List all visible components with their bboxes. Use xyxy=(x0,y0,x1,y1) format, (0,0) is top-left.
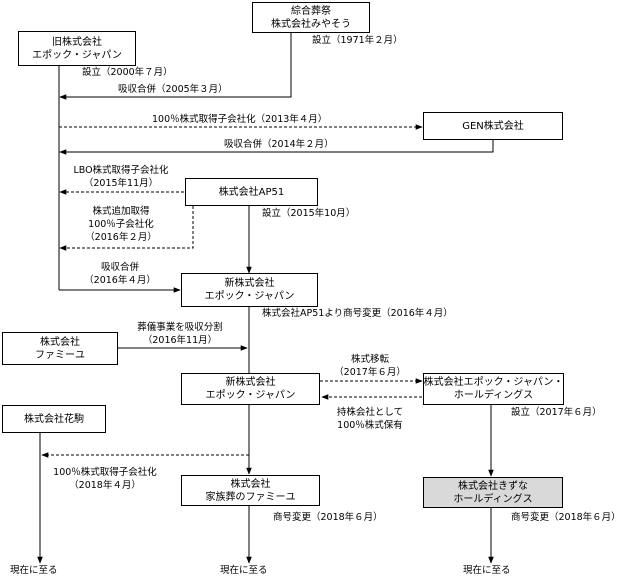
arrow-additional-2016 xyxy=(59,206,194,251)
box-famiyu: 株式会社ファミーユ xyxy=(2,332,118,365)
box-gen: GEN株式会社 xyxy=(423,112,563,140)
label-present-2: 現在に至る xyxy=(220,565,268,576)
label-transfer-2017: 株式移転（2017年６月） xyxy=(334,354,406,378)
label-lbo-2015: LBO株式取得子会社化（2015年11月） xyxy=(73,165,169,189)
label-subsidiary-2013: 100％株式取得子会社化（2013年４月） xyxy=(152,114,328,125)
label-present-1: 現在に至る xyxy=(10,565,58,576)
box-new-epoch-2: 新株式会社エポック・ジャパン xyxy=(181,373,320,405)
box-kizuna: 株式会社きずなホールディングス xyxy=(423,477,563,508)
arrow-merger-2005 xyxy=(59,33,292,100)
box-hanakoma: 株式会社花駒 xyxy=(2,405,106,433)
label-merger-2014: 吸収合併（2014年２月） xyxy=(224,139,334,150)
label-present-3: 現在に至る xyxy=(463,565,511,576)
label-rename-2018-b: 商号変更（2018年６月） xyxy=(511,512,617,523)
label-est-2000: 設立（2000年７月） xyxy=(82,67,173,78)
box-new-epoch-1: 新株式会社エポック・ジャパン xyxy=(181,273,318,307)
box-kazokuso: 株式会社家族葬のファミーユ xyxy=(181,475,320,506)
label-merger-2005: 吸収合併（2005年３月） xyxy=(118,84,228,95)
label-subsidiary-2018: 100％株式取得子会社化（2018年４月） xyxy=(53,467,157,491)
label-est-1971: 設立（1971年２月） xyxy=(312,35,403,46)
box-miyasou: 綜合葬祭株式会社みやそう xyxy=(252,2,370,33)
box-old-epoch: 旧株式会社エポック・ジャパン xyxy=(18,31,136,66)
box-epoch-hd: 株式会社エポック・ジャパン・ホールディングス xyxy=(423,373,564,405)
arrow-merger-2014 xyxy=(59,140,494,155)
box-ap51: 株式会社AP51 xyxy=(185,178,318,206)
label-est-2017: 設立（2017年６月） xyxy=(511,407,602,418)
label-rename-2016: 株式会社AP51より商号変更（2016年４月） xyxy=(262,308,453,319)
label-rename-2018-a: 商号変更（2018年６月） xyxy=(273,512,383,523)
label-merger-2016: 吸収合併（2016年４月） xyxy=(84,262,156,286)
label-est-2015: 設立（2015年10月） xyxy=(262,208,356,219)
label-split-2016: 葬儀事業を吸収分割（2016年11月） xyxy=(137,322,223,346)
